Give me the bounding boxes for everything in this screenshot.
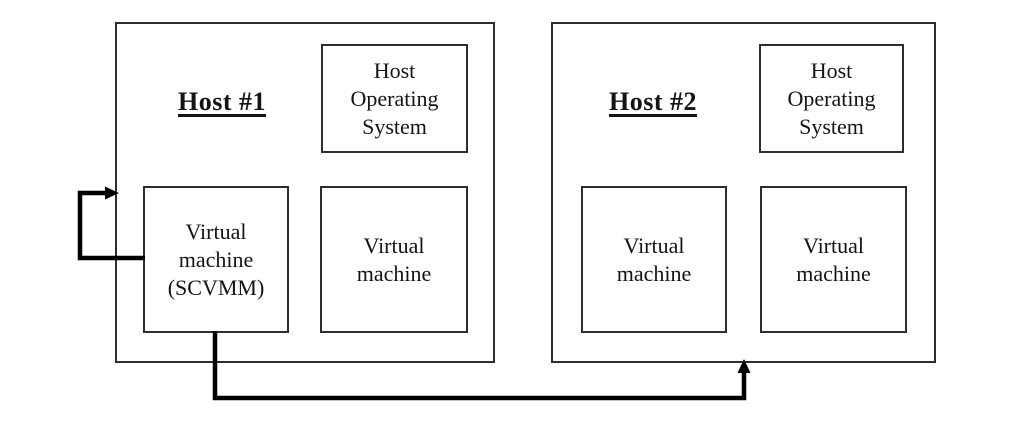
host-2-box: Host #2 Host Operating System Virtual ma… bbox=[551, 22, 936, 363]
host-2-vm-left-label: Virtual machine bbox=[616, 232, 692, 286]
host-2-operating-system-label: Host Operating System bbox=[787, 57, 876, 139]
host-2-vm-box-right: Virtual machine bbox=[760, 186, 907, 333]
host-2-operating-system-box: Host Operating System bbox=[759, 44, 904, 153]
host-2-vm-box-left: Virtual machine bbox=[581, 186, 727, 333]
host-2-vm-right-label: Virtual machine bbox=[796, 232, 871, 286]
host-1-vm-box: Virtual machine bbox=[320, 186, 468, 333]
host-1-vm-scvmm-box: Virtual machine (SCVMM) bbox=[143, 186, 289, 333]
host-1-operating-system-box: Host Operating System bbox=[321, 44, 468, 153]
host-1-box: Host #1 Host Operating System Virtual ma… bbox=[115, 22, 495, 363]
host-1-operating-system-label: Host Operating System bbox=[350, 57, 439, 139]
host-2-title: Host #2 bbox=[609, 87, 697, 116]
host-1-title: Host #1 bbox=[178, 87, 266, 116]
host-1-vm-label: Virtual machine bbox=[356, 232, 432, 286]
host-1-vm-scvmm-label: Virtual machine (SCVMM) bbox=[167, 218, 265, 300]
